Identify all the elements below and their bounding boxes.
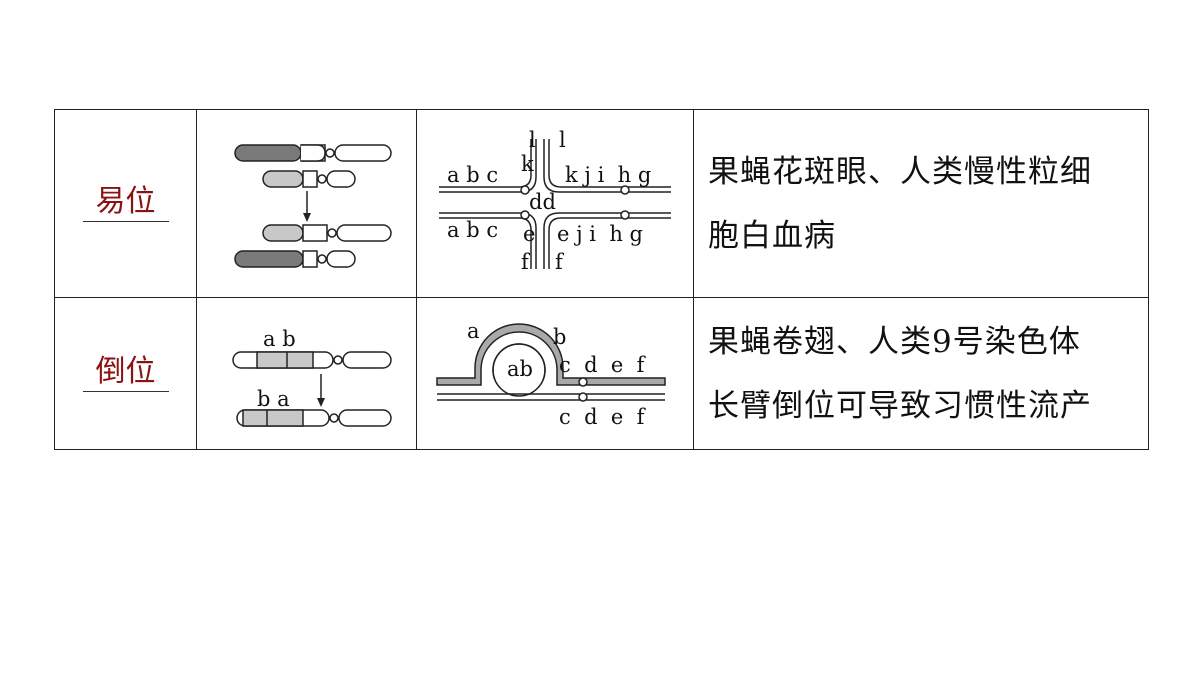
- term-cell: 倒位: [54, 297, 197, 450]
- label-lower-left: a b c: [447, 218, 498, 242]
- chromosome-variation-table: 易位: [54, 109, 1149, 450]
- label-lower-right: e j i h g: [557, 222, 643, 246]
- label-upper-right: k j i h g: [565, 163, 651, 187]
- pairing-diagram-cell: a b ab c d e f c d e f: [416, 297, 694, 450]
- label-ab-top: a b: [263, 327, 296, 351]
- label-upper-right: c d e f: [559, 353, 647, 377]
- chromosome: [235, 408, 392, 427]
- label-l-right: l: [559, 129, 566, 152]
- description-line: 长臂倒位可导致习惯性流产: [708, 387, 1092, 424]
- label-f-right: f: [555, 250, 565, 274]
- label-upper-left: a b c: [447, 163, 498, 187]
- label-f-left: f: [521, 250, 531, 274]
- chromosome: [231, 350, 392, 369]
- pairing-diagram-cell: l l a b c k k j i h g dd a b c e e j i h…: [416, 109, 694, 298]
- description-line: 果蝇花斑眼、人类慢性粒细: [708, 153, 1092, 190]
- description-cell: 果蝇卷翅、人类9号染色体 长臂倒位可导致习惯性流产: [693, 297, 1149, 450]
- table-row: 倒位 a b b a: [54, 297, 1149, 450]
- term-translocation: 易位: [82, 185, 169, 222]
- label-ab-inner: ab: [507, 357, 533, 381]
- label-e: e: [523, 222, 535, 246]
- label-a-loop: a: [467, 319, 480, 343]
- description-line: 胞白血病: [708, 217, 836, 254]
- chromosome: [233, 143, 392, 162]
- description-text: 果蝇花斑眼、人类慢性粒细 胞白血病: [694, 140, 1148, 268]
- chromosome-diagram-cell: a b b a: [196, 297, 417, 450]
- label-k: k: [521, 152, 534, 176]
- label-lower-right: c d e f: [559, 405, 647, 429]
- chromosome-diagram-cell: [196, 109, 417, 298]
- table-row: 易位: [54, 109, 1149, 298]
- label-ba-bottom: b a: [257, 387, 290, 411]
- translocation-chromosome-diagram: [233, 143, 392, 268]
- inversion-loop-diagram: a b ab c d e f c d e f: [436, 319, 666, 429]
- arrowhead-icon: [316, 397, 325, 407]
- arrowhead-icon: [302, 212, 311, 222]
- term-inversion: 倒位: [82, 355, 169, 392]
- translocation-cross-diagram: l l a b c k k j i h g dd a b c e e j i h…: [439, 129, 671, 274]
- term-cell: 易位: [54, 109, 197, 298]
- description-text: 果蝇卷翅、人类9号染色体 长臂倒位可导致习惯性流产: [694, 310, 1148, 438]
- chromosome: [233, 249, 356, 268]
- label-b-loop: b: [553, 325, 566, 349]
- description-line: 果蝇卷翅、人类9号染色体: [708, 323, 1081, 360]
- description-cell: 果蝇花斑眼、人类慢性粒细 胞白血病: [693, 109, 1149, 298]
- inversion-chromosome-diagram: a b b a: [231, 327, 392, 427]
- label-l-left: l: [529, 129, 536, 152]
- chromosome: [261, 223, 392, 242]
- label-dd: dd: [529, 190, 556, 214]
- chromosome: [261, 169, 356, 188]
